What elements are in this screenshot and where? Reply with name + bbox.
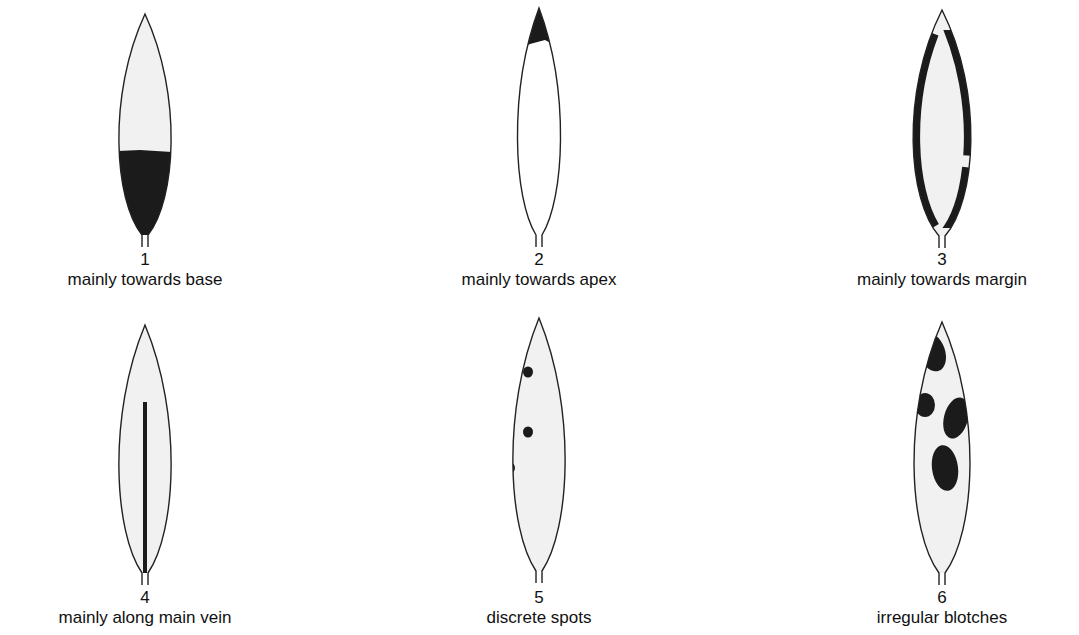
- callout-number: 1: [140, 250, 149, 270]
- pattern-label: mainly along main vein: [59, 608, 232, 628]
- pattern-label: mainly towards margin: [857, 270, 1027, 290]
- pattern-label: mainly towards base: [68, 270, 223, 290]
- pattern-label: mainly towards apex: [462, 270, 617, 290]
- leaf-drawing: [501, 318, 565, 583]
- callout-number: 6: [937, 588, 946, 608]
- leaf-drawing: [500, 0, 580, 247]
- callout-number: 4: [140, 588, 149, 608]
- leaf-drawing: [900, 5, 990, 258]
- callout-number: 2: [534, 250, 543, 270]
- leaf-drawing: [100, 14, 190, 250]
- leaf-drawing: [119, 325, 171, 585]
- pattern-label: irregular blotches: [877, 608, 1007, 628]
- leaf-drawing: [913, 322, 973, 585]
- callout-number: 5: [534, 588, 543, 608]
- pattern-label: discrete spots: [487, 608, 592, 628]
- callout-number: 3: [937, 250, 946, 270]
